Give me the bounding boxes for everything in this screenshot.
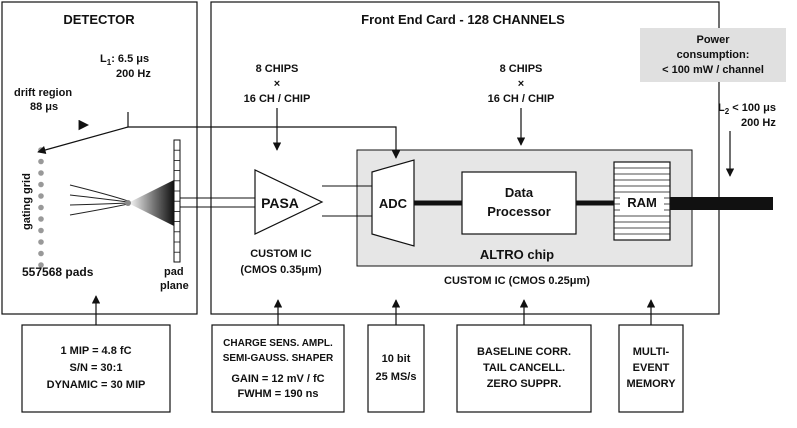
memory-specs-box (618, 324, 684, 413)
gating-grid-label: gating grid (21, 173, 33, 230)
memory-spec-1: MULTI- (633, 346, 670, 358)
data-processor-label-2: Processor (487, 204, 551, 219)
processor-spec-3: ZERO SUPPR. (487, 378, 562, 390)
gating-grid-wire (38, 227, 44, 234)
adc-label: ADC (379, 196, 408, 211)
adc-specs-box (367, 324, 425, 413)
custom-ic-left-2: (CMOS 0.35μm) (240, 264, 322, 276)
l2-trigger: L2 < 100 μs 200 Hz (718, 102, 776, 177)
detector-title: DETECTOR (63, 12, 135, 27)
gating-grid-wire (38, 170, 44, 176)
pasa-label: PASA (261, 195, 299, 211)
chips-left-line-2: × (274, 78, 280, 90)
detector-spec-1: 1 MIP = 4.8 fC (60, 345, 131, 357)
altro-chip-label: ALTRO chip (480, 247, 554, 262)
ram-block (613, 161, 671, 241)
pasa-spec-3: GAIN = 12 mV / fC (231, 373, 324, 385)
power-line-3: < 100 mW / channel (662, 64, 764, 76)
custom-ic-right: CUSTOM IC (CMOS 0.25μm) (444, 275, 590, 287)
pasa-spec-1: CHARGE SENS. AMPL. (223, 338, 333, 349)
anode-wire (125, 200, 131, 206)
gating-grid-wire (38, 181, 44, 188)
pasa-amplifier (254, 169, 324, 235)
pasa-spec-2: SEMI-GAUSS. SHAPER (223, 353, 334, 364)
gating-grid (38, 147, 44, 268)
processor-spec-1: BASELINE CORR. (477, 346, 571, 358)
chips-left-line-3: 16 CH / CHIP (244, 93, 311, 105)
drift-region-label: drift region (14, 87, 72, 99)
gating-grid-wire (38, 216, 44, 222)
front-end-card: Front End Card - 128 CHANNELS 8 CHIPS × … (37, 1, 773, 315)
detector-specs-box (21, 324, 171, 413)
gating-grid-wire (38, 262, 44, 268)
detector-panel: DETECTOR L1: 6.5 μs 200 Hz drift region … (1, 1, 198, 315)
pads-count: 557568 pads (22, 265, 94, 279)
gating-grid-wire (38, 158, 44, 165)
data-processor-label-1: Data (505, 185, 534, 200)
processor-specs-box (456, 324, 592, 413)
fec-title: Front End Card - 128 CHANNELS (361, 12, 565, 27)
l2-rate-label: 200 Hz (741, 117, 776, 129)
pasa-spec-4: FWHM = 190 ns (238, 388, 319, 400)
pad-plane-label-2: plane (160, 280, 189, 292)
detector-spec-3: DYNAMIC = 30 MIP (47, 379, 146, 391)
power-line-2: consumption: (677, 49, 750, 61)
processor-spec-2: TAIL CANCELL. (483, 362, 565, 374)
adc-spec-1: 10 bit (382, 353, 411, 365)
output-data-bus (670, 197, 773, 210)
chips-right-line-3: 16 CH / CHIP (488, 93, 555, 105)
gating-grid-wire (38, 204, 44, 211)
gating-grid-wire (38, 250, 44, 257)
data-processor-block (461, 171, 577, 235)
l1-rate-label: 200 Hz (116, 68, 151, 80)
memory-spec-2: EVENT (633, 362, 670, 374)
adc-spec-2: 25 MS/s (376, 371, 417, 383)
custom-ic-left-1: CUSTOM IC (250, 248, 312, 260)
power-consumption-box: Power consumption: < 100 mW / channel (640, 28, 786, 82)
drift-field-lines (69, 184, 129, 216)
pad-plane (173, 139, 181, 263)
memory-spec-3: MEMORY (626, 378, 676, 390)
pad-plane-label-1: pad (164, 266, 184, 278)
spec-boxes: 1 MIP = 4.8 fC S/N = 30:1 DYNAMIC = 30 M… (21, 295, 684, 413)
chips-right-line-1: 8 CHIPS (500, 63, 543, 75)
ram-label: RAM (627, 195, 657, 210)
signal-cone (128, 180, 174, 226)
detector-frame (1, 1, 198, 315)
chips-right-line-2: × (518, 78, 524, 90)
l1-trigger-to-adc (127, 112, 401, 159)
chips-left-line-1: 8 CHIPS (256, 63, 299, 75)
l1-trigger-to-grid (37, 126, 129, 155)
adc-block (371, 159, 415, 247)
gating-grid-wire (38, 239, 44, 245)
l2-trigger-label: L2 < 100 μs (718, 102, 776, 116)
power-line-1: Power (696, 34, 730, 46)
drift-time-label: 88 μs (30, 101, 58, 113)
pasa-specs-box (211, 324, 345, 413)
detector-spec-2: S/N = 30:1 (70, 362, 123, 374)
gating-grid-wire (38, 193, 44, 199)
l1-trigger-label: L1: 6.5 μs (100, 53, 149, 67)
